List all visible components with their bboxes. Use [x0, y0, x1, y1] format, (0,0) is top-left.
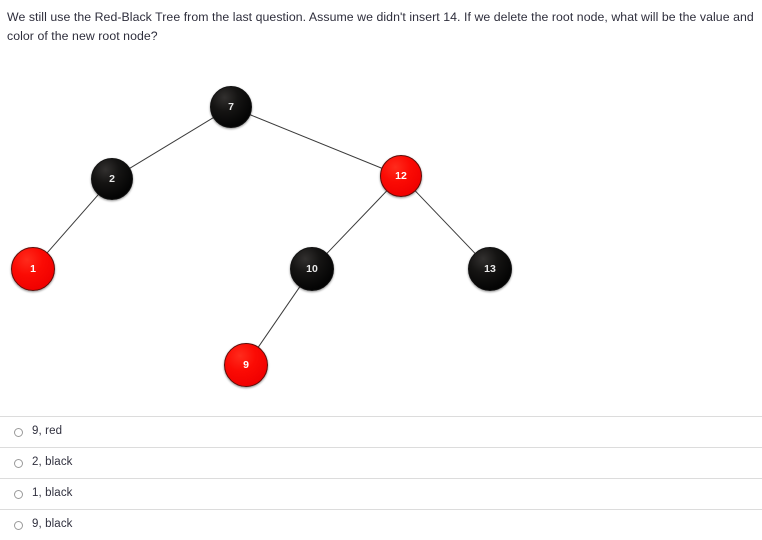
- tree-edge: [257, 286, 301, 348]
- tree-node-2: 2: [91, 158, 133, 200]
- tree-node-10: 10: [290, 247, 334, 291]
- answer-option-2[interactable]: 2, black: [0, 447, 762, 478]
- radio-button-icon[interactable]: [14, 520, 23, 530]
- tree-node-label: 7: [228, 101, 234, 113]
- answer-option-label: 9, red: [32, 425, 63, 438]
- answer-option-4[interactable]: 9, black: [0, 509, 762, 540]
- tree-node-12: 12: [380, 155, 422, 197]
- radio-button-icon[interactable]: [14, 458, 23, 468]
- tree-node-1: 1: [11, 247, 55, 291]
- answer-option-label: 9, black: [32, 518, 73, 531]
- answer-option-3[interactable]: 1, black: [0, 478, 762, 509]
- tree-node-label: 9: [243, 359, 249, 371]
- tree-node-label: 2: [109, 173, 115, 185]
- answer-option-label: 2, black: [32, 456, 73, 469]
- red-black-tree-figure: 7 2 12 1 10 13 9: [0, 60, 762, 410]
- tree-edge: [46, 193, 100, 254]
- answer-option-1[interactable]: 9, red: [0, 416, 762, 447]
- tree-node-13: 13: [468, 247, 512, 291]
- answer-options-list: 9, red 2, black 1, black 9, black: [0, 416, 762, 540]
- tree-edge: [128, 116, 215, 170]
- tree-node-label: 1: [30, 263, 36, 275]
- answer-option-label: 1, black: [32, 487, 73, 500]
- question-prompt: We still use the Red-Black Tree from the…: [7, 10, 754, 43]
- tree-edges: [46, 114, 476, 348]
- radio-button-icon[interactable]: [14, 489, 23, 499]
- tree-node-label: 10: [306, 263, 318, 275]
- tree-node-7: 7: [210, 86, 252, 128]
- tree-node-9: 9: [224, 343, 268, 387]
- tree-edge: [326, 190, 388, 255]
- tree-node-label: 12: [395, 170, 407, 182]
- tree-edge: [414, 190, 476, 255]
- radio-button-icon[interactable]: [14, 427, 23, 437]
- tree-edge: [249, 114, 383, 169]
- tree-node-label: 13: [484, 263, 496, 275]
